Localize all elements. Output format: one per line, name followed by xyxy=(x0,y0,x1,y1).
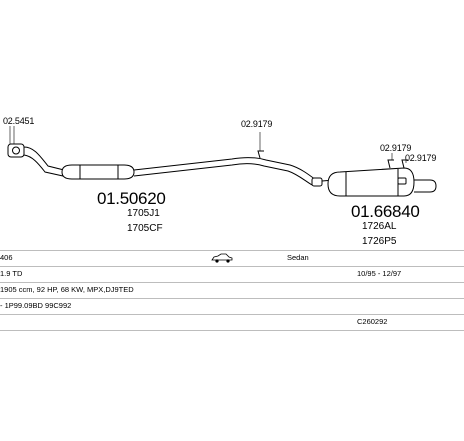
vehicle-specs: 1905 ccm, 92 HP, 68 KW, MPX,DJ9TED xyxy=(0,285,134,294)
ref-clamp-rear-a: 02.9179 xyxy=(380,143,412,153)
center-silencer-oem-2: 1705CF xyxy=(127,223,163,234)
table-row: C260292 xyxy=(0,314,464,331)
tailpipe-shape xyxy=(397,177,437,193)
exhaust-drawing xyxy=(7,126,437,197)
center-silencer-part-number: 01.50620 xyxy=(97,189,166,208)
car-icon xyxy=(210,252,234,264)
ref-clamp-rear-b: 02.9179 xyxy=(405,153,437,163)
table-row: - 1P99.09BD 99C992 xyxy=(0,298,464,314)
front-pipe-shape xyxy=(23,146,73,179)
rear-silencer-shape xyxy=(327,167,415,197)
hanger-shape xyxy=(257,150,408,169)
rear-silencer-part-number: 01.66840 xyxy=(351,202,420,221)
leader-lines xyxy=(9,126,407,163)
mid-clamp-shape xyxy=(311,177,323,187)
vehicle-engine: 1.9 TD xyxy=(0,269,23,278)
vehicle-body-type: Sedan xyxy=(287,253,309,262)
rear-silencer-oem-2: 1726P5 xyxy=(362,236,397,247)
table-row: 1.9 TD 10/95 - 12/97 xyxy=(0,266,464,282)
vehicle-model: 406 xyxy=(0,253,13,262)
vehicle-period: 10/95 - 12/97 xyxy=(357,269,402,278)
ref-clamp-front: 02.5451 xyxy=(3,116,35,126)
vehicle-codes: - 1P99.09BD 99C992 xyxy=(0,301,72,310)
mid-pipe-shape xyxy=(133,157,317,186)
catalog-code: C260292 xyxy=(357,317,388,326)
rear-silencer-oem-1: 1726AL xyxy=(362,221,397,232)
front-clamp-shape xyxy=(7,143,25,158)
table-row: 406 Sedan xyxy=(0,250,464,266)
center-silencer-shape xyxy=(61,164,135,180)
center-silencer-oem-1: 1705J1 xyxy=(127,208,160,219)
ref-clamp-mid: 02.9179 xyxy=(241,119,273,129)
table-row: 1905 ccm, 92 HP, 68 KW, MPX,DJ9TED xyxy=(0,282,464,298)
vehicle-info-table: 406 Sedan 1.9 TD 10/95 - 12/97 1905 ccm,… xyxy=(0,250,464,331)
exhaust-system-diagram: 02.5451 02.9179 02.9179 02.9179 01.50620… xyxy=(3,116,437,247)
